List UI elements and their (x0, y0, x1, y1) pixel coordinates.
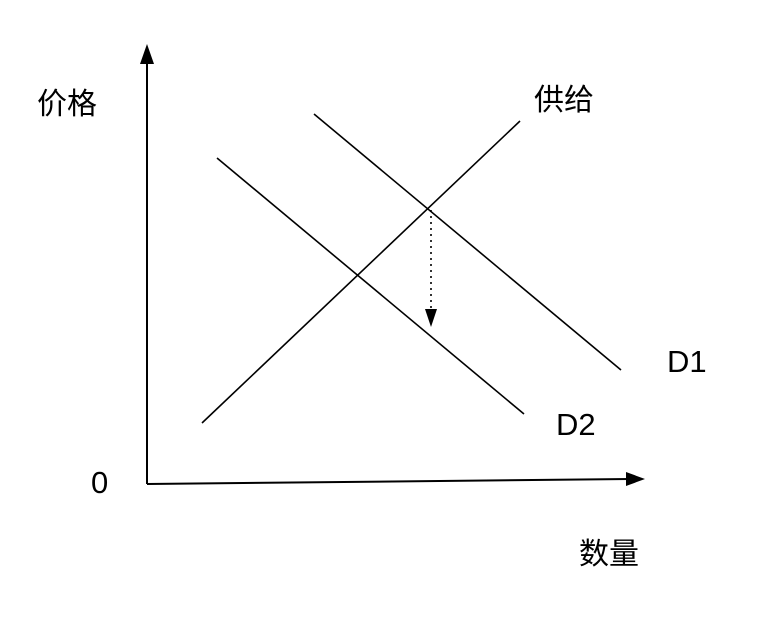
supply-label: 供给 (534, 83, 594, 118)
x-axis-line (146, 478, 631, 485)
origin-label: 0 (91, 465, 109, 500)
y-axis-label: 价格 (37, 87, 97, 122)
demand-curve-d2 (216, 157, 525, 415)
y-axis-arrowhead (140, 44, 154, 64)
x-axis-arrowhead (626, 472, 645, 486)
demand-d2-label: D2 (556, 407, 596, 442)
shift-arrowhead (425, 309, 437, 327)
demand-d1-label: D1 (667, 344, 707, 379)
supply-curve (201, 120, 521, 424)
x-axis-label: 数量 (579, 537, 639, 572)
demand-curve-d1 (313, 113, 622, 371)
